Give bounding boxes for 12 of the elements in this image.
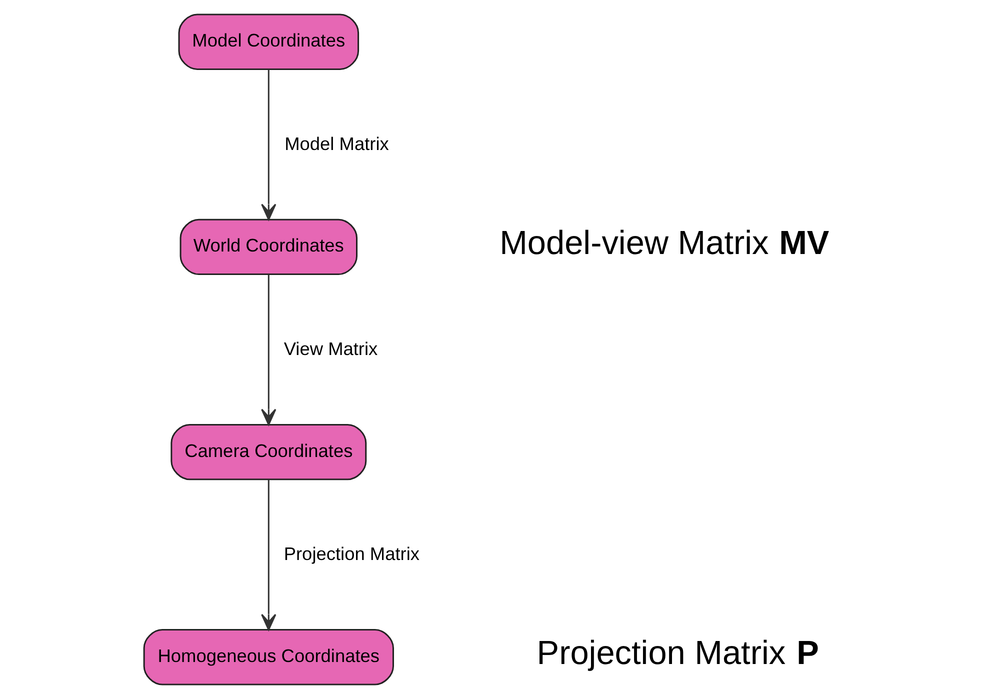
- label: Model-view Matrix MV: [499, 224, 829, 262]
- edge-label: Model Matrix: [284, 132, 388, 154]
- label: Projection Matrix P: [536, 635, 818, 672]
- arrow: [260, 274, 276, 426]
- arrow: [260, 69, 276, 220]
- node-box: World Coordinates: [179, 218, 358, 276]
- edge-label: Projection Matrix: [283, 543, 420, 564]
- node-box: Model Coordinates: [178, 14, 359, 70]
- arrow: [260, 480, 276, 630]
- node-box: Homogeneous Coordinates: [142, 629, 394, 686]
- node-box: Camera Coordinates: [170, 424, 366, 480]
- edge-label: View Matrix: [283, 338, 378, 359]
